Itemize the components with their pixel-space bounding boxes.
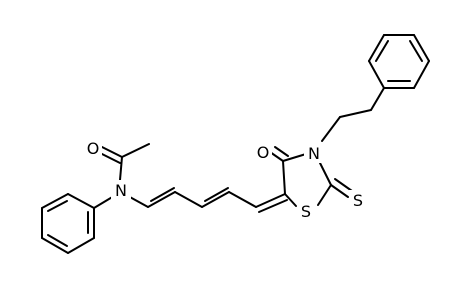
bond-ketone-b xyxy=(274,146,289,157)
bond-carbonyl-nitrogen xyxy=(119,156,123,181)
bond-nitrogen-phenyl xyxy=(93,195,115,209)
bond-ethyl xyxy=(339,109,372,118)
atom-nitrogen-amide: N xyxy=(115,181,127,200)
bond-chain xyxy=(201,191,230,208)
bond-ethyl xyxy=(321,116,341,142)
bond-ring xyxy=(284,193,297,207)
bond-ethyl xyxy=(370,87,385,111)
bond-phenyl-top xyxy=(368,60,385,89)
bond-phenyl-top-inner xyxy=(375,40,389,62)
bond-phenyl-left-inner xyxy=(47,234,68,247)
atom-oxygen-acetyl: O xyxy=(87,139,100,158)
bond-thione-b xyxy=(334,178,353,192)
bond-phenyl-left-inner xyxy=(47,200,68,212)
bond-ring xyxy=(319,162,332,186)
bond-carbonyl-oxygen-a xyxy=(99,145,123,158)
bond-phenyl-top xyxy=(413,60,430,89)
bond-ring xyxy=(282,160,286,195)
bond-phenyl-top xyxy=(368,34,385,62)
bond-nitrogen-chain xyxy=(127,195,149,208)
bond-phenyl-left xyxy=(67,193,95,209)
bond-phenyl-left xyxy=(41,193,69,209)
bond-ketone-a xyxy=(269,151,284,162)
bond-phenyl-left xyxy=(41,237,69,254)
bond-chain xyxy=(228,191,257,208)
bond-thione-a xyxy=(330,184,349,198)
bond-methyl-carbonyl xyxy=(121,143,150,158)
bond-phenyl-top-inner xyxy=(409,40,423,62)
bond-chain-double xyxy=(150,187,175,202)
bond-phenyl-top xyxy=(413,34,430,62)
atom-sulfur-ring: S xyxy=(301,202,311,221)
bond-chain xyxy=(255,193,286,208)
atom-nitrogen-ring: N xyxy=(308,144,320,163)
bond-chain xyxy=(147,191,176,208)
atom-oxygen-ketone: O xyxy=(257,143,270,162)
bond-ring xyxy=(282,153,307,162)
bond-chain-double xyxy=(204,187,229,202)
bond-chain xyxy=(174,191,203,208)
atom-sulfur-thione: S xyxy=(353,191,363,210)
bond-ring xyxy=(317,184,332,206)
bond-carbonyl-oxygen-b xyxy=(99,152,121,164)
bond-chain-double xyxy=(258,199,288,213)
bond-phenyl-left xyxy=(67,237,95,254)
